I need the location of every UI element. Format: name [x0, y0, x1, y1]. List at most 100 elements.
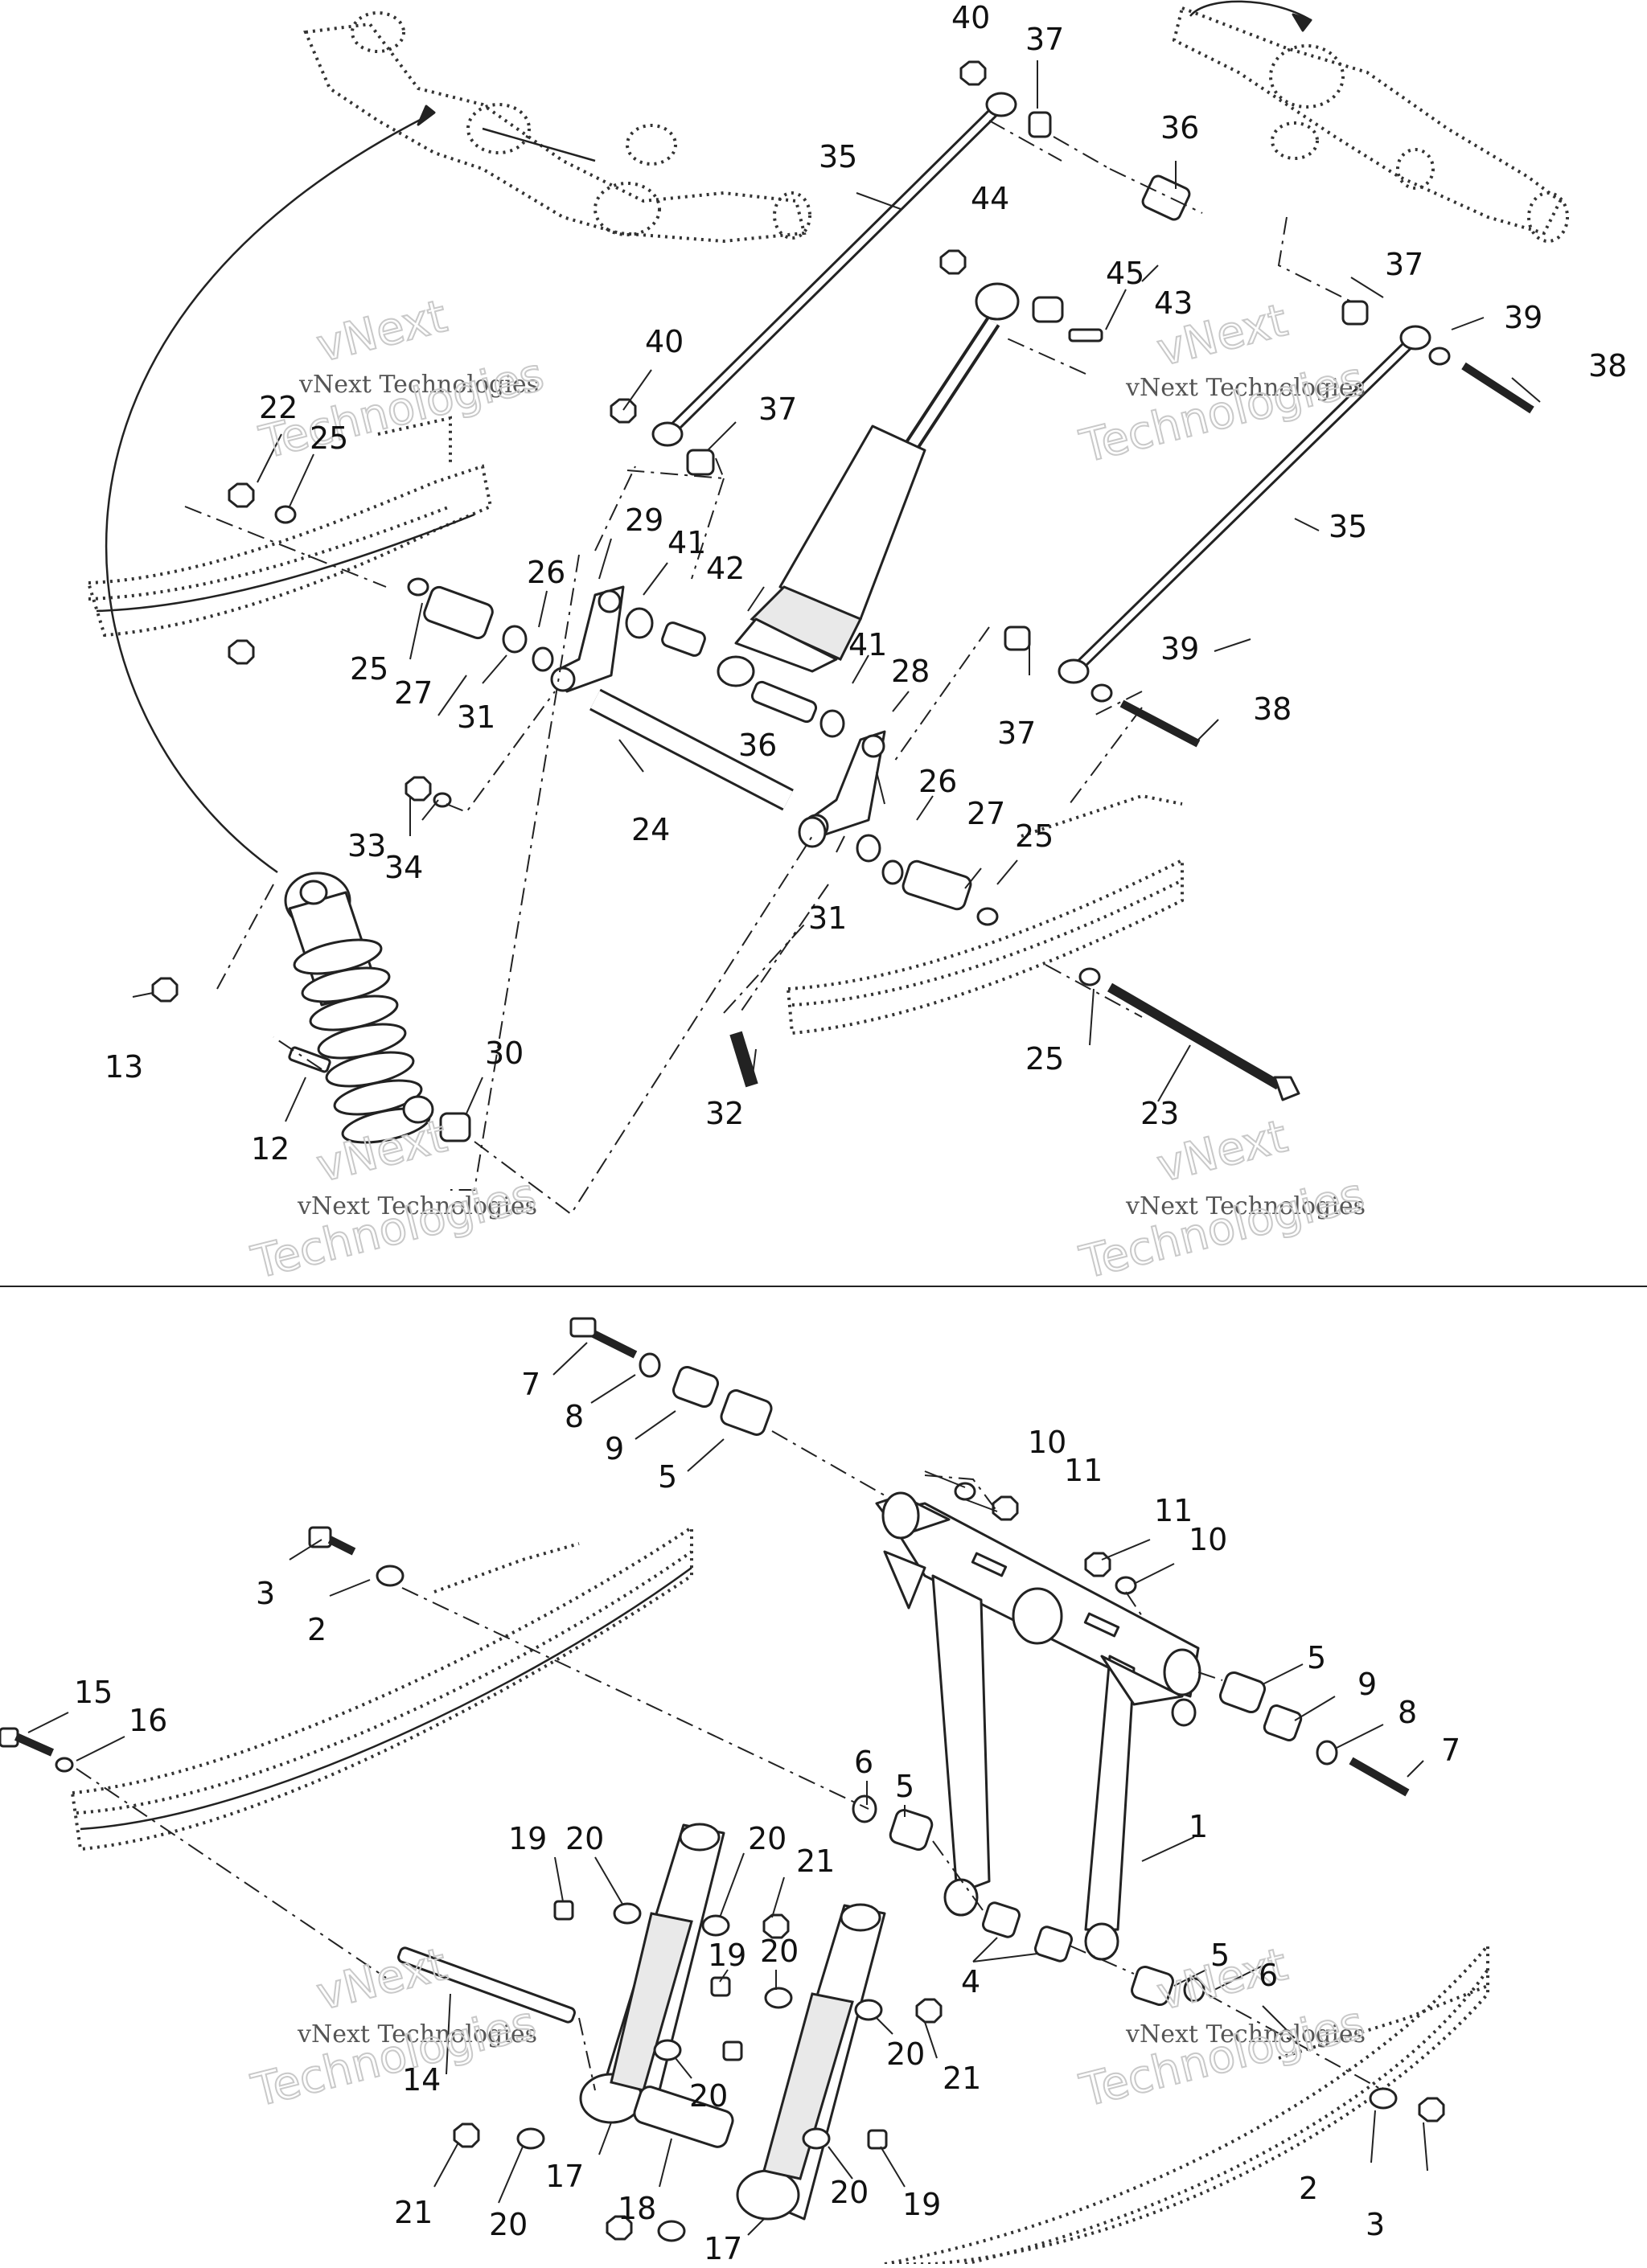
callout-5: 5: [1210, 1938, 1230, 1973]
callout-36: 36: [1160, 110, 1199, 146]
callout-6: 6: [854, 1745, 873, 1780]
pivot-arm-29: [550, 585, 625, 693]
watermark-mid-right: vNext vNext Technologies Technologies: [1074, 1109, 1370, 1290]
svg-text:Technologies: Technologies: [1075, 1168, 1370, 1289]
callout-17: 17: [545, 2159, 584, 2194]
callout-43: 43: [1154, 285, 1193, 321]
callout-36: 36: [738, 728, 777, 763]
bottom-assembly: vNext vNext Technologies Technologies vN…: [0, 1317, 1489, 2266]
callout-25: 25: [350, 651, 388, 687]
top-assembly: vNext vNext Technologies Technologies vN…: [86, 0, 1627, 1290]
svg-text:vNext Technologies: vNext Technologies: [1125, 2020, 1366, 2049]
shaft-14: [397, 1946, 576, 2024]
svg-text:vNext: vNext: [312, 290, 452, 373]
callout-2: 2: [307, 1612, 327, 1647]
pivot-hardware: [151, 482, 1300, 1142]
callout-26: 26: [527, 555, 565, 590]
callout-27: 27: [967, 796, 1005, 831]
callout-20: 20: [689, 2078, 728, 2114]
callout-22: 22: [259, 390, 298, 425]
shock-absorber-upper: [717, 282, 1020, 687]
tie-rod-left: [651, 92, 1017, 447]
svg-text:vNext Technologies: vNext Technologies: [297, 1192, 537, 1220]
callout-45: 45: [1106, 256, 1144, 291]
callout-23: 23: [1140, 1096, 1179, 1131]
callout-35: 35: [819, 139, 857, 174]
svg-text:Technologies: Technologies: [1075, 352, 1370, 473]
watermark-bottom-left: vNext vNext Technologies Technologies: [246, 1938, 542, 2118]
callout-20: 20: [489, 2207, 528, 2242]
callout-8: 8: [565, 1399, 584, 1434]
callout-41: 41: [667, 525, 706, 560]
callout-3: 3: [256, 1576, 275, 1611]
callout-4: 4: [961, 1964, 980, 1999]
callout-42: 42: [706, 551, 745, 586]
callout-35: 35: [1329, 509, 1367, 544]
callout-5: 5: [1307, 1640, 1326, 1675]
callout-25: 25: [1025, 1041, 1064, 1077]
callout-37: 37: [1025, 22, 1064, 57]
tie-rod-right: [1058, 325, 1431, 684]
callout-31: 31: [808, 900, 847, 936]
top-leaders: [132, 60, 1541, 1122]
callout-5: 5: [658, 1459, 677, 1495]
callout-28: 28: [891, 654, 930, 689]
callout-20: 20: [830, 2175, 869, 2210]
callout-6: 6: [1259, 1958, 1278, 1993]
callout-5: 5: [895, 1769, 914, 1804]
svg-text:Technologies: Technologies: [1075, 1996, 1370, 2117]
svg-text:vNext Technologies: vNext Technologies: [1125, 374, 1366, 402]
callout-3: 3: [1366, 2207, 1385, 2242]
callout-41: 41: [848, 627, 887, 662]
svg-text:Technologies: Technologies: [247, 1168, 541, 1289]
rail-middle-right: [786, 794, 1184, 1036]
svg-text:vNext Technologies: vNext Technologies: [298, 371, 539, 399]
callout-30: 30: [485, 1036, 524, 1071]
callout-38: 38: [1588, 348, 1627, 383]
callout-40: 40: [645, 324, 684, 359]
callout-9: 9: [605, 1431, 624, 1466]
bottom-centerlines: [76, 1430, 1384, 2091]
coil-over-shock: [284, 872, 434, 1144]
callout-38: 38: [1253, 691, 1292, 727]
bottom-hardware: [0, 1317, 1445, 2242]
arrow-head: [417, 105, 436, 126]
top-callouts: 40 37 35 36 44 45 43 37 39 38 40 37 22 2…: [105, 0, 1627, 1167]
callout-17: 17: [704, 2231, 742, 2264]
callout-20: 20: [760, 1934, 799, 1969]
callout-44: 44: [971, 181, 1009, 216]
callout-2: 2: [1299, 2171, 1318, 2206]
callout-39: 39: [1504, 300, 1542, 335]
callout-37: 37: [758, 392, 797, 427]
callout-11: 11: [1064, 1453, 1103, 1488]
callout-16: 16: [129, 1703, 167, 1738]
callout-7: 7: [1441, 1733, 1460, 1768]
callout-12: 12: [251, 1131, 290, 1167]
callout-18: 18: [618, 2191, 656, 2226]
callout-32: 32: [705, 1096, 744, 1131]
callout-13: 13: [105, 1049, 143, 1085]
bottom-callouts: 7 8 9 5 10 11 11 10 3 2 5 9 8 7 15 16 6 …: [74, 1367, 1460, 2266]
watermark-top-left: vNext vNext Technologies Technologies: [254, 289, 550, 470]
callout-9: 9: [1357, 1667, 1377, 1702]
callout-20: 20: [565, 1821, 604, 1856]
callout-14: 14: [402, 2062, 441, 2098]
callout-20: 20: [886, 2036, 925, 2072]
phantom-rear-arm-left: [303, 11, 811, 244]
link-17-right: [736, 1903, 886, 2221]
callout-37: 37: [1385, 247, 1423, 282]
callout-33: 33: [347, 828, 386, 863]
link-17-left: [579, 1823, 725, 2124]
callout-21: 21: [943, 2061, 981, 2096]
watermark-mid-left: vNext vNext Technologies Technologies: [246, 1109, 542, 1290]
svg-text:vNext Technologies: vNext Technologies: [1125, 1192, 1366, 1220]
callout-10: 10: [1189, 1522, 1227, 1557]
callout-25: 25: [310, 420, 348, 456]
callout-10: 10: [1028, 1425, 1066, 1460]
assembly-arrow-curve: [105, 111, 435, 874]
phantom-rear-arm-right: [1172, 6, 1569, 243]
callout-29: 29: [625, 502, 663, 538]
callout-27: 27: [394, 675, 433, 711]
